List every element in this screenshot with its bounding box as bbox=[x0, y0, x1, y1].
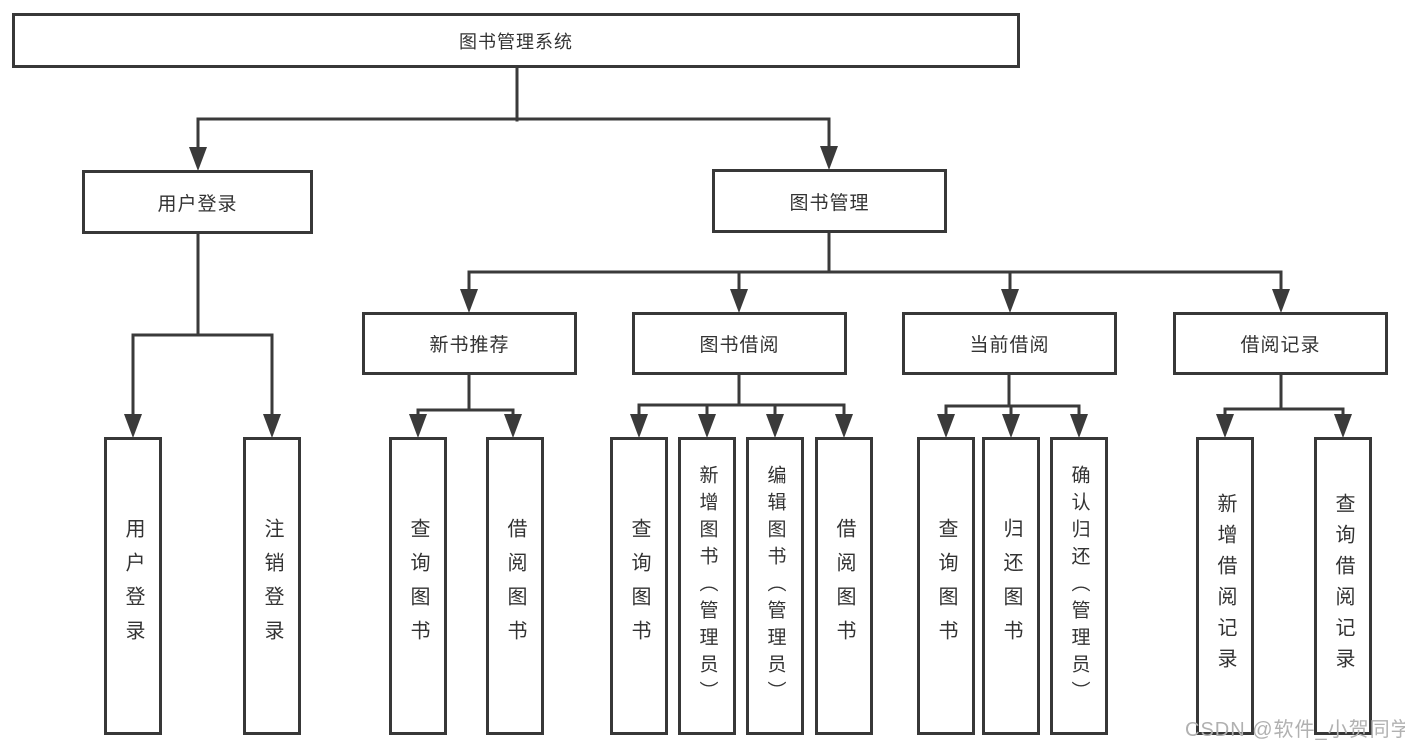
leaf-query-borrow-record: 查询借阅记录 bbox=[1314, 437, 1372, 735]
leaf-edit-books-admin: 编辑图书（管理员） bbox=[746, 437, 804, 735]
leaf-user-login: 用户登录 bbox=[104, 437, 162, 735]
leaf-label: 查询图书 bbox=[628, 518, 650, 654]
node-label: 图书管理系统 bbox=[459, 31, 573, 52]
leaf-borrow-books: 借阅图书 bbox=[815, 437, 873, 735]
leaf-label: 借阅图书 bbox=[504, 518, 526, 654]
csdn-watermark: CSDN @软件_小贺同学 bbox=[1185, 719, 1405, 741]
leaf-query-books-recommend: 查询图书 bbox=[389, 437, 447, 735]
node-label: 新书推荐 bbox=[429, 335, 510, 356]
node-label: 用户登录 bbox=[157, 193, 238, 215]
leaf-return-books: 归还图书 bbox=[982, 437, 1040, 735]
leaf-query-books-current: 查询图书 bbox=[917, 437, 975, 735]
node-label: 借阅记录 bbox=[1240, 335, 1321, 356]
node-label: 当前借阅 bbox=[969, 335, 1050, 356]
node-current-borrowing: 当前借阅 bbox=[902, 312, 1117, 375]
leaf-label: 注销登录 bbox=[261, 518, 283, 654]
leaf-borrow-books-recommend: 借阅图书 bbox=[486, 437, 544, 735]
leaf-label: 确认归还（管理员） bbox=[1068, 464, 1090, 708]
node-new-book-recommend: 新书推荐 bbox=[362, 312, 577, 375]
arrowheads bbox=[124, 146, 1352, 438]
leaf-add-borrow-record: 新增借阅记录 bbox=[1196, 437, 1254, 735]
node-book-management: 图书管理 bbox=[712, 169, 947, 233]
node-user-login: 用户登录 bbox=[82, 170, 313, 234]
leaf-logout: 注销登录 bbox=[243, 437, 301, 735]
leaf-label: 用户登录 bbox=[122, 518, 144, 654]
node-library-system: 图书管理系统 bbox=[12, 13, 1020, 68]
leaf-confirm-return-admin: 确认归还（管理员） bbox=[1050, 437, 1108, 735]
leaf-label: 新增图书（管理员） bbox=[696, 464, 718, 708]
leaf-label: 归还图书 bbox=[1000, 518, 1022, 654]
node-borrowing-records: 借阅记录 bbox=[1173, 312, 1388, 375]
node-label: 图书管理 bbox=[789, 192, 870, 214]
leaf-label: 查询图书 bbox=[407, 518, 429, 654]
leaf-label: 编辑图书（管理员） bbox=[764, 464, 786, 708]
node-book-borrowing: 图书借阅 bbox=[632, 312, 847, 375]
leaf-label: 查询图书 bbox=[935, 518, 957, 654]
leaf-query-books-borrow: 查询图书 bbox=[610, 437, 668, 735]
node-label: 图书借阅 bbox=[699, 335, 780, 356]
leaf-label: 查询借阅记录 bbox=[1332, 493, 1354, 679]
leaf-label: 借阅图书 bbox=[833, 518, 855, 654]
leaf-label: 新增借阅记录 bbox=[1214, 493, 1236, 679]
leaf-add-books-admin: 新增图书（管理员） bbox=[678, 437, 736, 735]
